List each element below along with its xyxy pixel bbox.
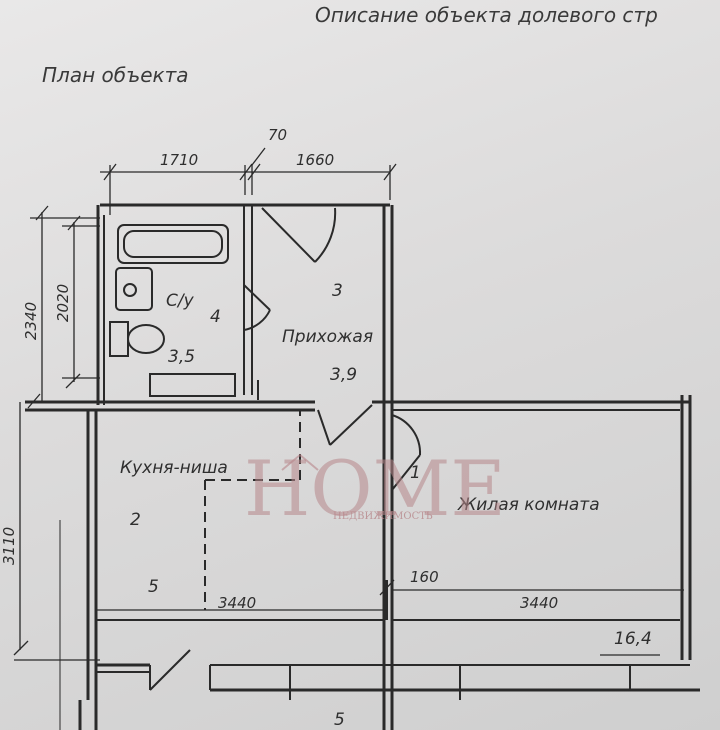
living-label: Жилая комната (457, 495, 600, 515)
living-number: 1 (410, 463, 421, 483)
document-title: Описание объекта долевого стр (315, 3, 658, 27)
dim-1660: 1660 (296, 151, 334, 169)
dim-1710: 1710 (160, 151, 198, 169)
dim-3110: 3110 (0, 527, 18, 565)
hall-area: 3,9 (330, 365, 357, 385)
dim-160: 160 (410, 568, 439, 586)
bathroom-label: С/у (166, 291, 195, 311)
kitchen-number: 2 (130, 510, 141, 530)
bathroom-area: 3,5 (168, 347, 195, 367)
house-roof-icon (281, 453, 319, 471)
home-watermark: HOME НЕДВИЖИМОСТЬ (244, 444, 506, 533)
watermark-subtext: НЕДВИЖИМОСТЬ (333, 511, 433, 522)
dim-2340: 2340 (22, 302, 40, 340)
dim-2020: 2020 (54, 284, 72, 322)
dim-3440-left: 3440 (218, 594, 256, 612)
dim-3440-right: 3440 (520, 594, 558, 612)
dim-70: 70 (268, 126, 287, 144)
kitchen-label: Кухня-ниша (120, 458, 228, 478)
watermark-text: HOME (244, 444, 506, 533)
kitchen-area: 5 (148, 577, 159, 597)
plan-title: План объекта (42, 63, 189, 87)
hall-number: 3 (332, 281, 343, 301)
bathroom-number: 4 (210, 307, 221, 327)
hall-label: Прихожая (282, 327, 373, 347)
below-room-number: 5 (334, 710, 345, 730)
living-area: 16,4 (614, 629, 652, 649)
